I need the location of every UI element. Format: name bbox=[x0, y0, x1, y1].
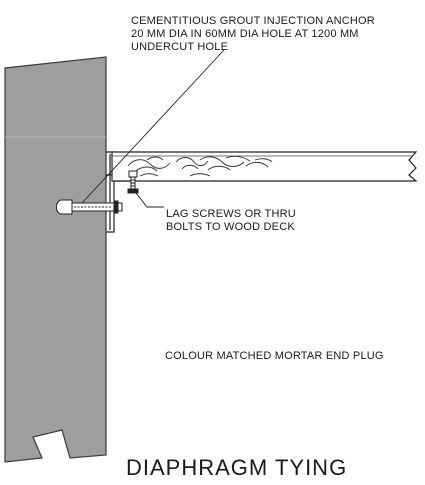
anchor-note-line2: 20 MM DIA IN 60MM DIA HOLE AT 1200 MM bbox=[131, 28, 359, 40]
masonry-wall bbox=[4, 56, 107, 463]
wood-deck bbox=[111, 151, 418, 182]
screw-note-line1: LAG SCREWS OR THRU bbox=[166, 208, 296, 220]
leader-lines bbox=[81, 49, 225, 208]
screw-note-line2: BOLTS TO WOOD DECK bbox=[166, 221, 295, 233]
wood-grain bbox=[127, 155, 273, 177]
lag-screw bbox=[127, 170, 139, 194]
grout-injection-anchor bbox=[55, 199, 123, 215]
anchor-note-line3: UNDERCUT HOLE bbox=[131, 41, 228, 53]
anchor-note-line1: CEMENTITIOUS GROUT INJECTION ANCHOR bbox=[131, 15, 375, 27]
end-plug-note: COLOUR MATCHED MORTAR END PLUG bbox=[165, 350, 384, 362]
diagram-title: DIAPHRAGM TYING bbox=[126, 455, 347, 480]
